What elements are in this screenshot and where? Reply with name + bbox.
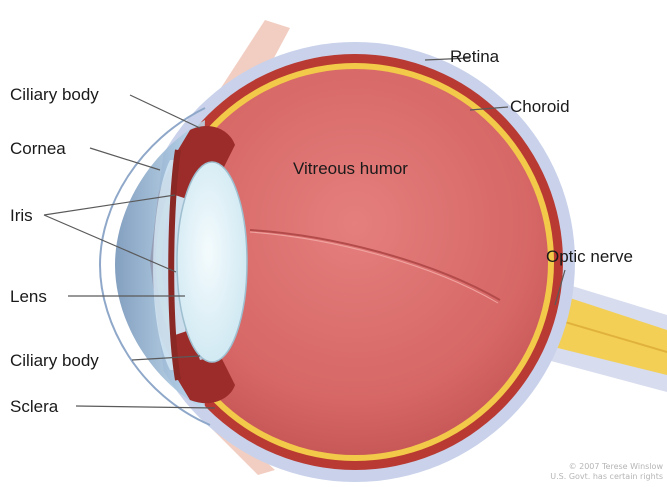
copyright-credit: © 2007 Terese Winslow U.S. Govt. has cer… xyxy=(550,462,663,482)
label-sclera: Sclera xyxy=(10,398,58,415)
credit-line-1: © 2007 Terese Winslow xyxy=(550,462,663,472)
credit-line-2: U.S. Govt. has certain rights xyxy=(550,472,663,482)
label-ciliary-body-bottom: Ciliary body xyxy=(10,352,99,369)
lens xyxy=(177,162,247,362)
label-retina: Retina xyxy=(450,48,499,65)
label-choroid: Choroid xyxy=(510,98,570,115)
label-optic-nerve: Optic nerve xyxy=(546,248,633,265)
label-cornea: Cornea xyxy=(10,140,66,157)
label-ciliary-body-top: Ciliary body xyxy=(10,86,99,103)
label-vitreous-humor: Vitreous humor xyxy=(293,160,408,177)
label-iris: Iris xyxy=(10,207,33,224)
label-lens: Lens xyxy=(10,288,47,305)
